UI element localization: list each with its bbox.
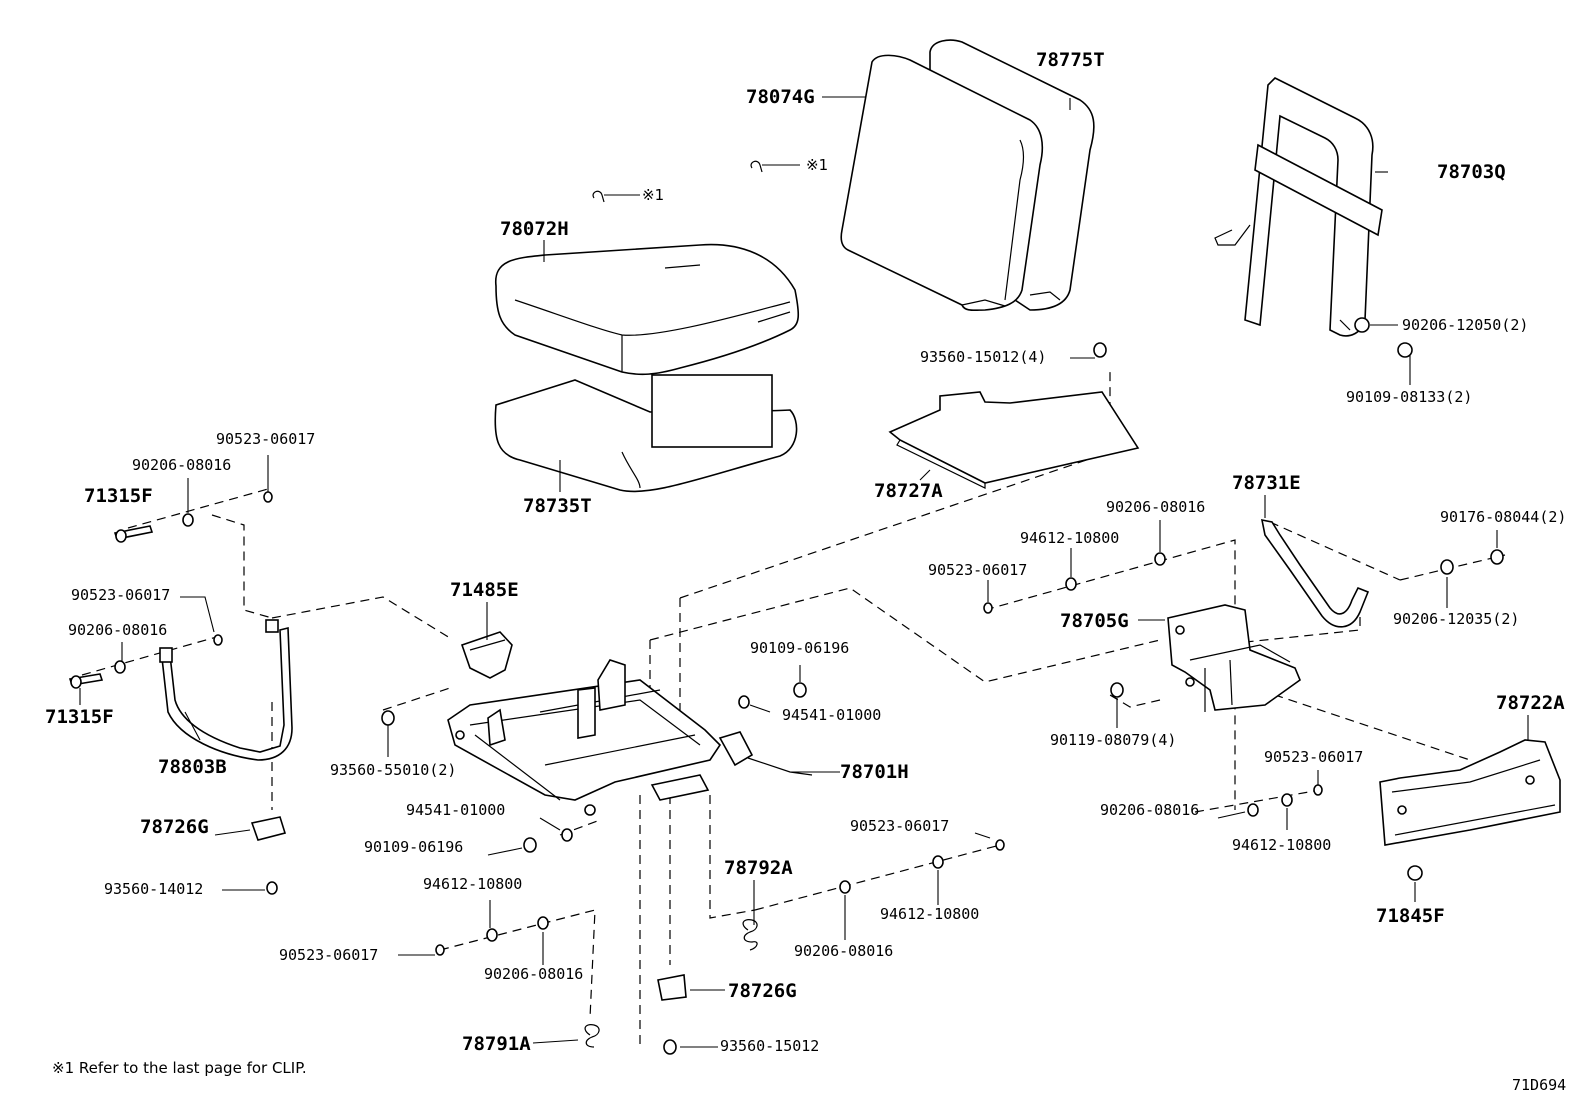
label-78731E: 78731E — [1232, 472, 1301, 494]
seat-frame-78701H — [447, 659, 813, 816]
label-90523-06017-c: 90523-06017 — [850, 817, 949, 835]
label-93560-14012: 93560-14012 — [104, 880, 203, 898]
label-78072H: 78072H — [500, 218, 569, 240]
label-94541-01000-a: 94541-01000 — [782, 706, 881, 724]
label-94612-10800-a: 94612-10800 — [423, 875, 522, 893]
seat-back-78074G — [840, 39, 1095, 312]
label-90206-08016-a: 90206-08016 — [132, 456, 231, 474]
label-90176-08044-2: 90176-08044(2) — [1440, 508, 1566, 526]
bracket-78705G — [1167, 604, 1301, 712]
label-90206-08016-e: 90206-08016 — [1106, 498, 1205, 516]
label-90109-08133-2: 90109-08133(2) — [1346, 388, 1472, 406]
diagram-code: 71D694 — [1512, 1076, 1566, 1094]
label-78701H: 78701H — [840, 761, 909, 783]
label-93560-55010-2: 93560-55010(2) — [330, 761, 456, 779]
bar-78731E — [1260, 518, 1370, 628]
label-71315F-b: 71315F — [45, 706, 114, 728]
label-78726G-a: 78726G — [140, 816, 209, 838]
label-71315F-a: 71315F — [84, 485, 153, 507]
label-78735T: 78735T — [523, 495, 592, 517]
label-78703Q: 78703Q — [1437, 161, 1506, 183]
rail-78722A — [1379, 739, 1561, 846]
label-90523-06017-d: 90523-06017 — [279, 946, 378, 964]
part-labels: 78775T 78074G 78703Q 78072H 78735T 93560… — [45, 49, 1566, 1055]
frame-78703Q — [1214, 77, 1383, 337]
clip-marker-1: ※1 — [806, 156, 828, 174]
fasteners — [68, 317, 1504, 1055]
label-78074G: 78074G — [746, 86, 815, 108]
label-90206-12050-2: 90206-12050(2) — [1402, 316, 1528, 334]
leader-lines — [79, 96, 1529, 1048]
label-78775T: 78775T — [1036, 49, 1105, 71]
label-78792A: 78792A — [724, 857, 793, 879]
label-90523-06017-f: 90523-06017 — [1264, 748, 1363, 766]
label-93560-15012: 93560-15012 — [720, 1037, 819, 1055]
label-90206-08016-b: 90206-08016 — [68, 621, 167, 639]
label-78726G-b: 78726G — [728, 980, 797, 1002]
label-78803B: 78803B — [158, 756, 227, 778]
label-94612-10800-b: 94612-10800 — [880, 905, 979, 923]
bracket-71485E — [460, 631, 513, 679]
label-94612-10800-c: 94612-10800 — [1020, 529, 1119, 547]
label-90109-06196-b: 90109-06196 — [364, 838, 463, 856]
label-90523-06017-e: 90523-06017 — [928, 561, 1027, 579]
label-90109-06196-a: 90109-06196 — [750, 639, 849, 657]
label-94612-10800-d: 94612-10800 — [1232, 836, 1331, 854]
label-78791A: 78791A — [462, 1033, 531, 1055]
clip-marker-2: ※1 — [642, 186, 664, 204]
label-71845F: 71845F — [1376, 905, 1445, 927]
label-78722A: 78722A — [1496, 692, 1565, 714]
label-71485E: 71485E — [450, 579, 519, 601]
label-90206-08016-f: 90206-08016 — [1100, 801, 1199, 819]
label-90206-08016-d: 90206-08016 — [484, 965, 583, 983]
label-90206-08016-c: 90206-08016 — [794, 942, 893, 960]
seat-cushion-78072H — [494, 243, 800, 493]
label-90523-06017-b: 90523-06017 — [71, 586, 170, 604]
label-90523-06017-a: 90523-06017 — [216, 430, 315, 448]
label-93560-15012-4: 93560-15012(4) — [920, 348, 1046, 366]
label-78705G: 78705G — [1060, 610, 1129, 632]
label-78727A: 78727A — [874, 480, 943, 502]
plate-78727A — [888, 391, 1140, 489]
label-90119-08079-4: 90119-08079(4) — [1050, 731, 1176, 749]
footnote: ※1 Refer to the last page for CLIP. — [52, 1059, 307, 1077]
label-94541-01000-b: 94541-01000 — [406, 801, 505, 819]
clip-markers — [592, 160, 800, 203]
label-90206-12035-2: 90206-12035(2) — [1393, 610, 1519, 628]
